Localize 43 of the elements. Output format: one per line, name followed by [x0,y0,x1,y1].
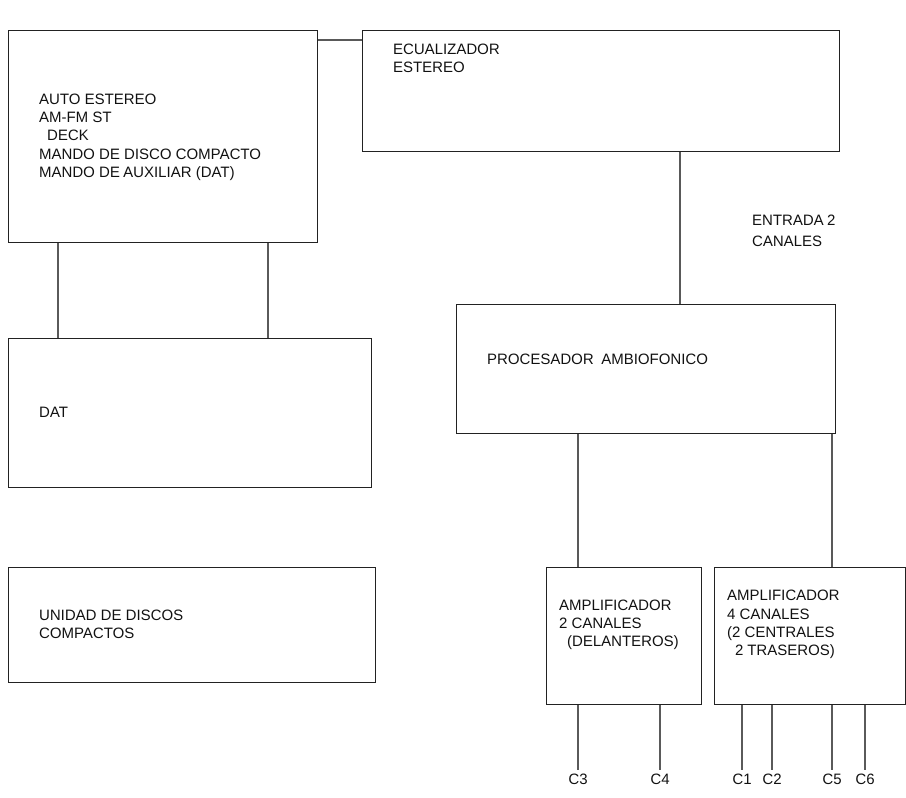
connector-line [267,243,269,338]
box-text: 4 CANALES [727,606,811,624]
connector-line [864,705,866,770]
connector-line [577,434,579,567]
connector-line [318,39,362,41]
box-text: ECUALIZADOR [393,41,501,60]
box-text: UNIDAD DE DISCOS [39,606,184,625]
component-box [8,30,318,243]
box-text: AM-FM ST [39,109,112,128]
box-text: AUTO ESTEREO [39,90,158,110]
box-text: MANDO DE DISCO COMPACTO [39,146,262,164]
channel-label: C5 [820,772,844,787]
component-box [8,338,372,488]
box-text: (DELANTEROS) [566,633,680,652]
connector-line [741,705,743,770]
channel-label: C4 [648,772,672,787]
connector-line [659,705,661,770]
box-text: DECK [46,127,90,146]
channel-label: C3 [566,772,590,787]
connector-line [831,705,833,770]
box-text: AMPLIFICADOR [559,596,673,615]
box-text: PROCESADOR AMBIOFONICO [487,350,709,370]
box-text: 2 CANALES [559,614,643,634]
component-box [714,567,906,705]
component-box [546,567,702,705]
connector-line [57,243,59,338]
component-box [362,30,840,152]
box-text: DAT [39,404,69,422]
box-text: AMPLIFICADOR [727,587,841,606]
channel-label: C6 [853,772,877,787]
connector-line [771,705,773,770]
connector-line [831,434,833,567]
connector-line [577,705,579,770]
connector-line [679,152,681,304]
component-box [456,304,836,434]
box-text: ESTEREO [393,59,466,78]
box-text: MANDO DE AUXILIAR (DAT) [39,164,236,182]
component-box [8,567,376,683]
box-text: (2 CENTRALES [727,624,836,642]
channel-label: C2 [760,772,784,787]
channel-label: C1 [730,772,754,787]
box-text: COMPACTOS [39,625,136,644]
box-text: 2 TRASEROS) [734,642,836,661]
